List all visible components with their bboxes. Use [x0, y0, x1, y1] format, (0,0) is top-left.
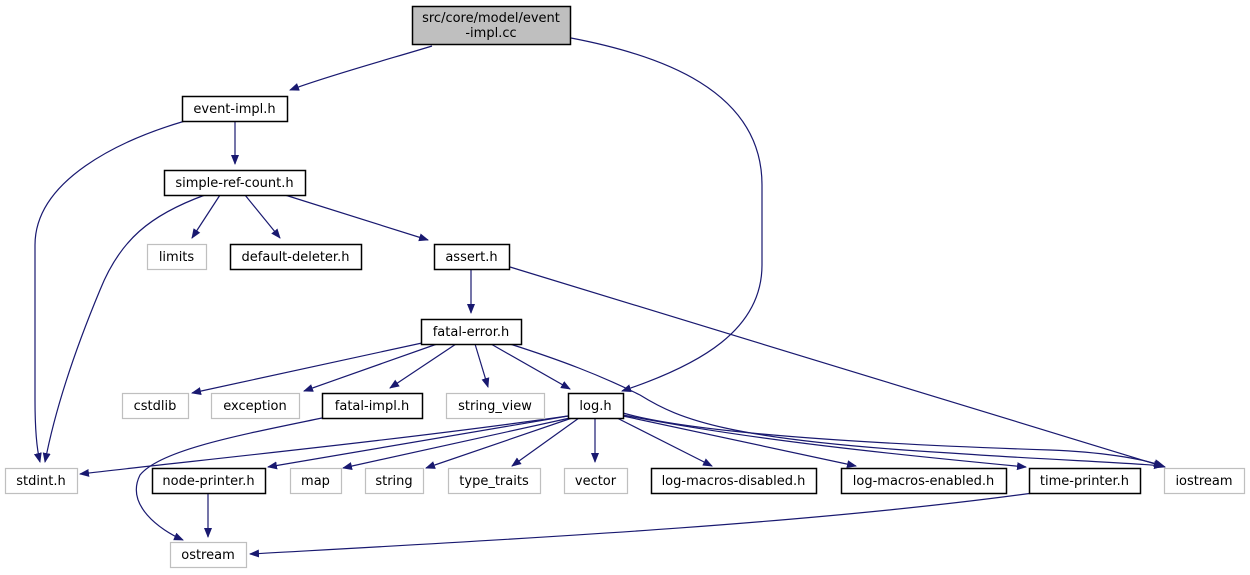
node-box — [433, 243, 511, 271]
node-label: event-impl.h — [193, 102, 275, 117]
node-box — [210, 392, 301, 420]
node-ostream: ostream — [169, 541, 248, 569]
node-label: limits — [159, 250, 195, 265]
edge-simple-ref-count-h-to-assert-h — [284, 194, 429, 242]
edge-simple-ref-count-h-to-default-deleter-h — [244, 194, 281, 239]
node-vector: vector — [563, 467, 629, 495]
edge-fatal-error-h-to-string-view — [474, 343, 490, 388]
node-label: iostream — [1175, 474, 1232, 489]
node-box — [289, 467, 343, 495]
node-box — [181, 95, 289, 123]
edge-fatal-error-h-to-cstdlib — [191, 342, 423, 395]
node-label: map — [301, 474, 330, 489]
node-box — [151, 467, 267, 495]
node-box — [447, 467, 542, 495]
node-box — [650, 467, 818, 495]
node-root[interactable]: src/core/model/event-impl.cc — [411, 5, 572, 46]
node-label: src/core/model/event — [422, 11, 560, 26]
node-label: -impl.cc — [465, 26, 516, 41]
edge-log-h-to-string — [425, 417, 573, 469]
edge-fatal-error-h-to-log-h — [490, 343, 571, 390]
edge-log-h-to-node-printer-h — [267, 415, 569, 470]
node-box — [840, 467, 1008, 495]
node-fatal-impl-h[interactable]: fatal-impl.h — [321, 392, 424, 420]
node-node-printer-h[interactable]: node-printer.h — [151, 467, 267, 495]
node-box — [163, 169, 307, 197]
node-box — [4, 467, 79, 495]
node-time-printer-h[interactable]: time-printer.h — [1028, 467, 1142, 495]
node-label: log-macros-disabled.h — [662, 474, 806, 489]
node-box — [420, 318, 523, 346]
edge-log-h-to-map — [342, 417, 571, 470]
edge-fatal-error-h-to-exception — [303, 343, 438, 392]
node-label: exception — [223, 399, 287, 414]
node-label: log-macros-enabled.h — [853, 474, 994, 489]
edge-root-to-log-h — [570, 37, 763, 392]
node-label: cstdlib — [134, 399, 177, 414]
node-box — [229, 243, 363, 271]
edge-log-h-to-time-printer-h — [622, 414, 1027, 471]
edge-fatal-error-h-to-fatal-impl-h — [389, 343, 457, 389]
node-box — [364, 467, 425, 495]
node-string: string — [364, 467, 425, 495]
node-label: time-printer.h — [1040, 474, 1129, 489]
edge-simple-ref-count-h-to-limits — [191, 194, 221, 239]
node-cstdlib: cstdlib — [121, 392, 190, 420]
node-log-macros-disabled-h[interactable]: log-macros-disabled.h — [650, 467, 818, 495]
node-label: log.h — [579, 399, 611, 414]
node-fatal-error-h[interactable]: fatal-error.h — [420, 318, 523, 346]
node-simple-ref-count-h[interactable]: simple-ref-count.h — [163, 169, 307, 197]
edges — [33, 37, 1166, 558]
node-type-traits: type_traits — [447, 467, 542, 495]
node-box — [567, 392, 625, 420]
node-assert-h[interactable]: assert.h — [433, 243, 511, 271]
node-stdint-h: stdint.h — [4, 467, 79, 495]
nodes: src/core/model/event-impl.cc event-impl.h… — [4, 5, 1246, 569]
edge-root-to-event-impl-h — [289, 45, 433, 91]
node-label: stdint.h — [16, 474, 65, 489]
node-label: string_view — [458, 399, 532, 414]
node-box — [146, 243, 208, 271]
node-label: fatal-impl.h — [335, 399, 409, 414]
node-label: type_traits — [459, 474, 529, 489]
node-label: fatal-error.h — [433, 325, 510, 340]
edge-log-h-to-log-macros-enabled-h — [622, 415, 857, 469]
edge-assert-h-to-iostream — [509, 266, 1166, 469]
edge-log-h-to-type-traits — [511, 417, 580, 467]
node-box — [121, 392, 190, 420]
node-map: map — [289, 467, 343, 495]
node-label: string — [375, 474, 412, 489]
edge-simple-ref-count-h-to-stdint-h — [42, 194, 206, 463]
edge-log-h-to-log-macros-disabled-h — [616, 417, 713, 467]
node-box — [563, 467, 629, 495]
node-label: simple-ref-count.h — [175, 176, 293, 191]
node-label: default-deleter.h — [242, 250, 350, 265]
node-box — [1163, 467, 1246, 495]
node-log-macros-enabled-h[interactable]: log-macros-enabled.h — [840, 467, 1008, 495]
node-label: vector — [575, 474, 617, 489]
node-log-h[interactable]: log.h — [567, 392, 625, 420]
edge-time-printer-h-to-ostream — [249, 492, 1034, 558]
edge-fatal-impl-h-to-ostream — [135, 417, 323, 541]
node-exception: exception — [210, 392, 301, 420]
node-event-impl-h[interactable]: event-impl.h — [181, 95, 289, 123]
node-default-deleter-h[interactable]: default-deleter.h — [229, 243, 363, 271]
node-box — [411, 5, 572, 46]
edge-log-h-to-stdint-h — [79, 415, 569, 477]
node-box — [1028, 467, 1142, 495]
node-label: node-printer.h — [162, 474, 254, 489]
edge-event-impl-h-to-stdint-h — [33, 120, 186, 463]
node-box — [321, 392, 424, 420]
node-iostream: iostream — [1163, 467, 1246, 495]
node-box — [445, 392, 546, 420]
node-string-view: string_view — [445, 392, 546, 420]
node-box — [169, 541, 248, 569]
node-limits: limits — [146, 243, 208, 271]
node-label: assert.h — [445, 250, 497, 265]
edge-log-h-to-iostream — [622, 412, 1164, 467]
node-label: ostream — [181, 548, 235, 563]
